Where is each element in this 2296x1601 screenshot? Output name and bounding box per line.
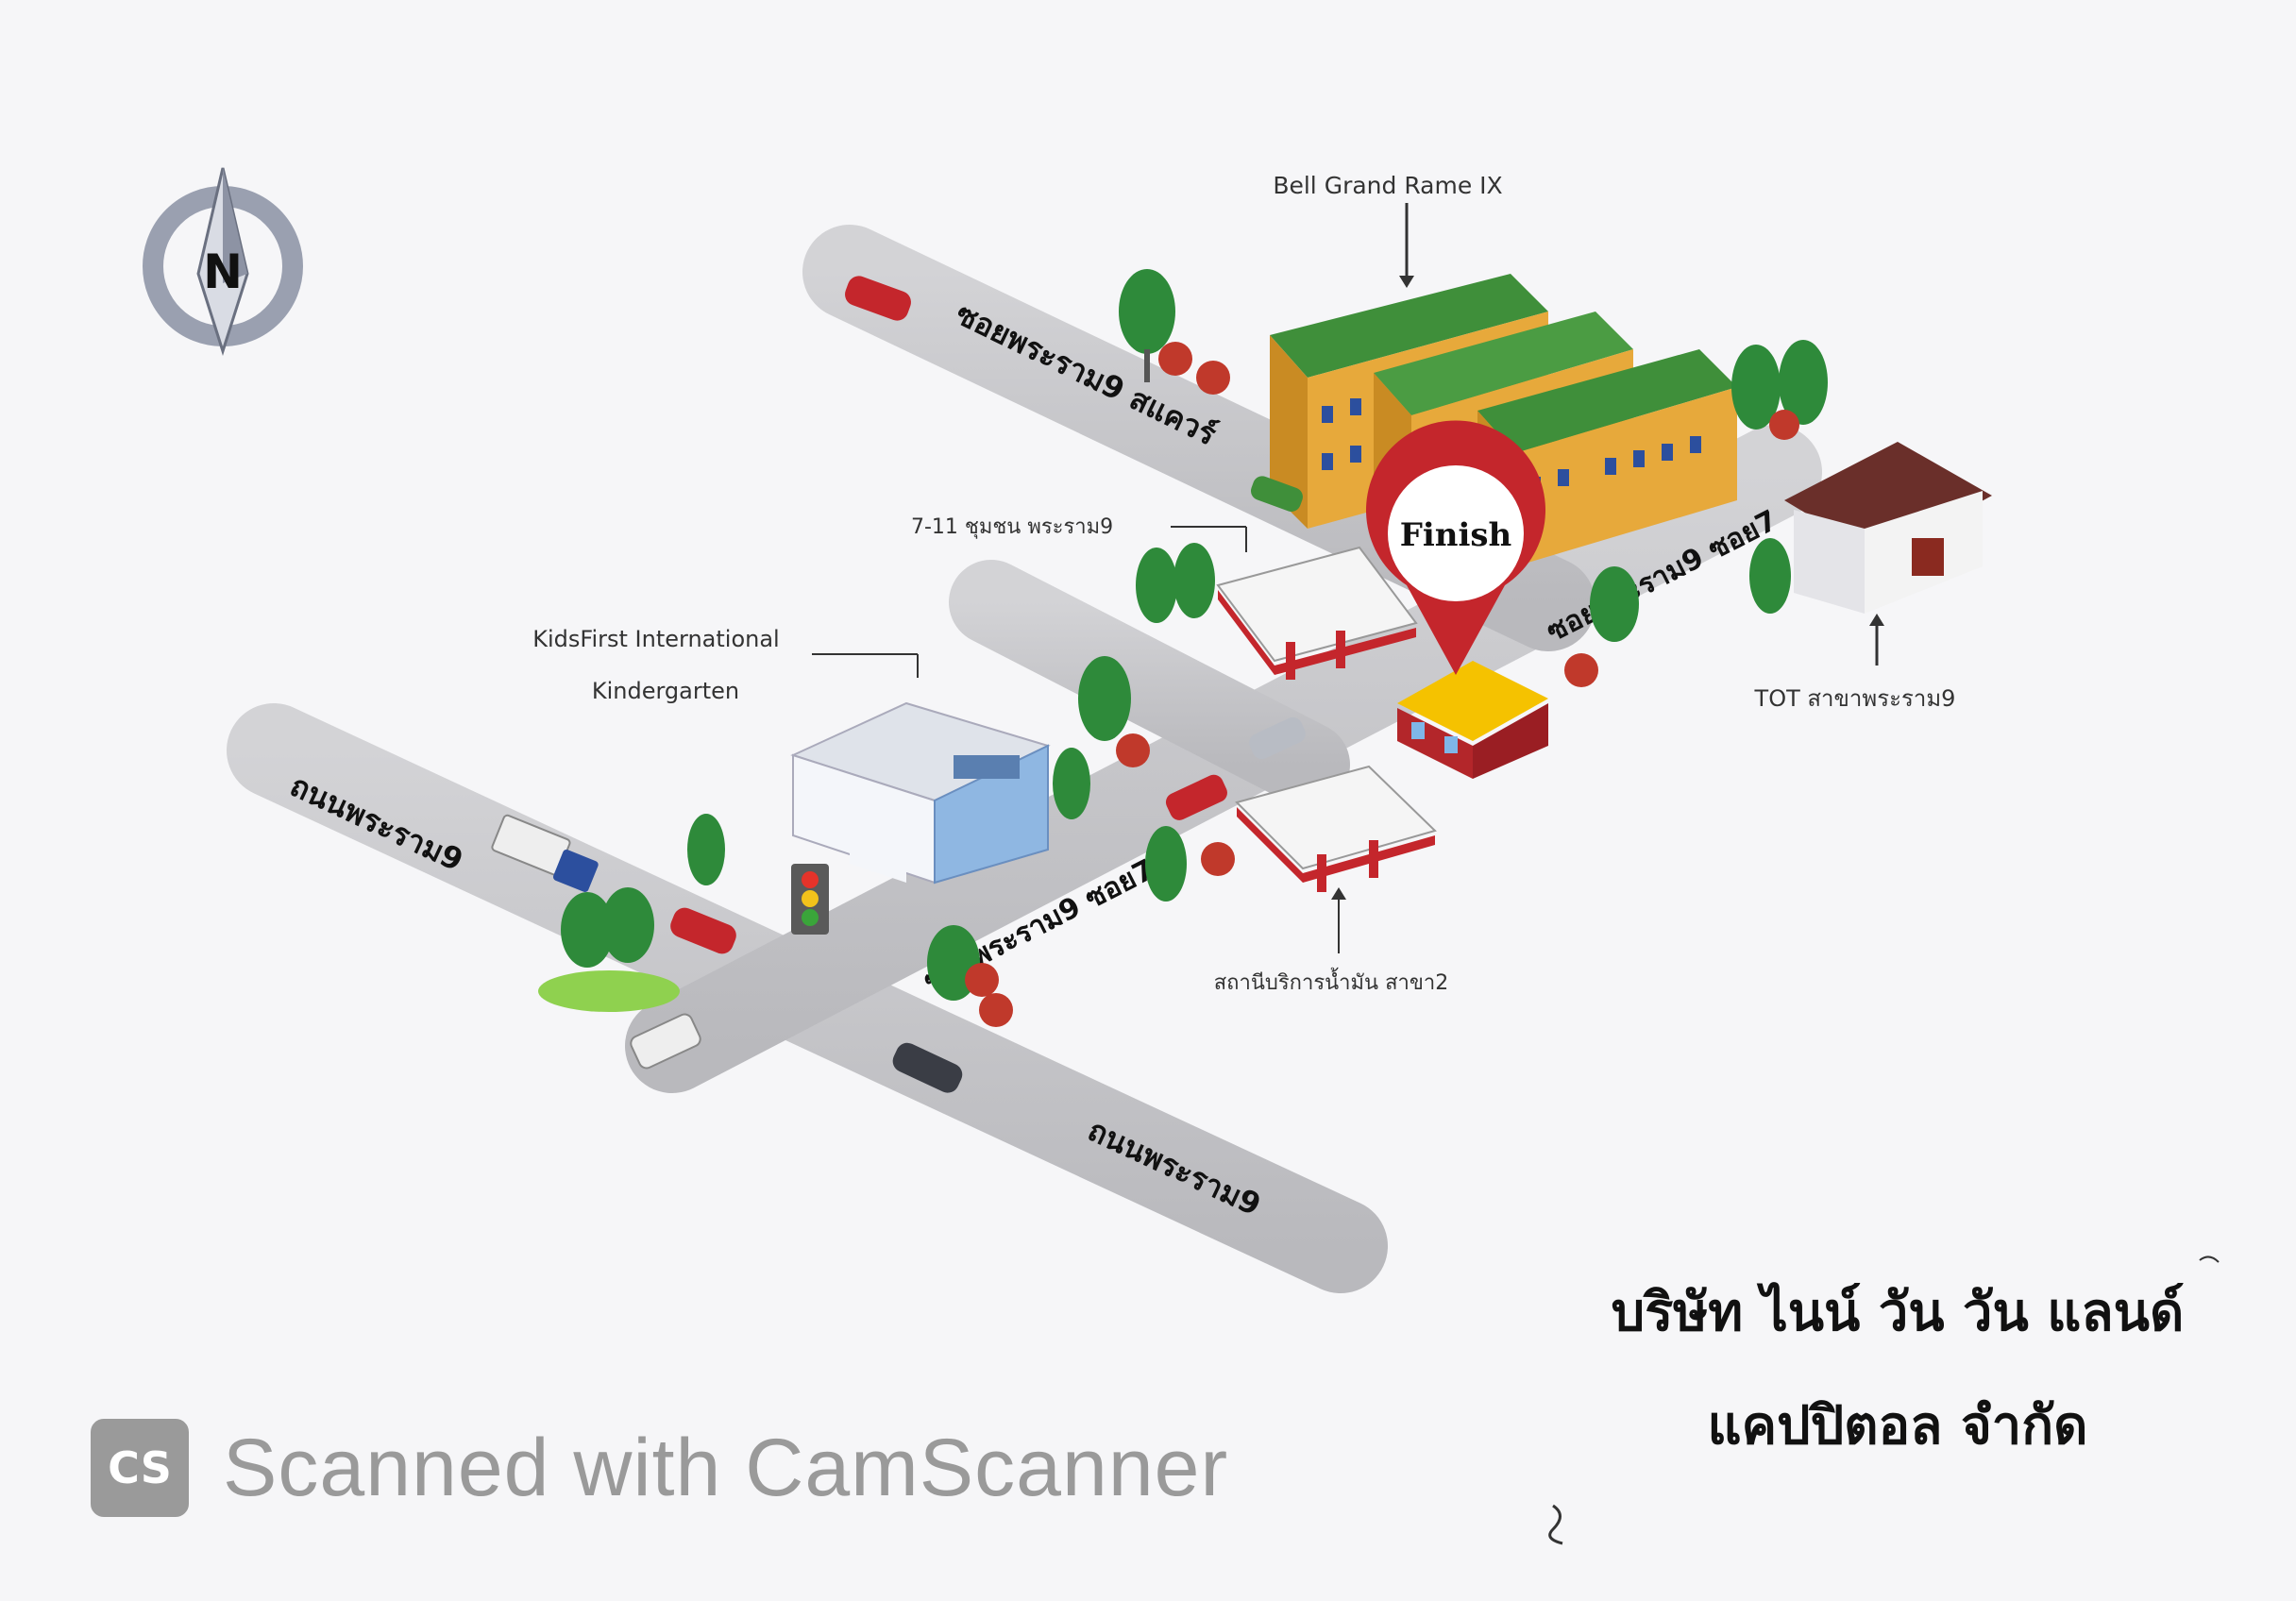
destination-house xyxy=(1397,661,1548,779)
car-icons xyxy=(491,276,1306,1093)
landmark-bell-grand: Bell Grand Rame IX xyxy=(1273,172,1502,199)
gas-station xyxy=(1235,765,1437,892)
compass-icon: N xyxy=(143,167,303,356)
landmark-kidsfirst-line2: Kindergarten xyxy=(592,678,739,704)
company-name-line1: บริษัท ไนน์ วัน วัน แลนด์ xyxy=(1611,1281,2185,1343)
seven-eleven-building xyxy=(1216,546,1418,680)
tree-icons xyxy=(538,269,1828,1012)
traffic-light-icon xyxy=(791,864,829,935)
camscanner-logo-icon: CS xyxy=(91,1419,189,1517)
tot-house xyxy=(1784,442,1992,614)
landmark-kidsfirst-line1: KidsFirst International xyxy=(532,626,779,652)
kidsfirst-building xyxy=(790,701,1051,885)
scan-mark xyxy=(2199,1256,2220,1263)
flower-bush-icons xyxy=(965,342,1799,1027)
landmark-seven-eleven: 7-11 ชุมชน พระราม9 xyxy=(911,515,1113,539)
landmark-tot: TOT สาขาพระราม9 xyxy=(1754,685,1956,712)
company-name-line2: แคปปิตอล จำกัด xyxy=(1707,1394,2088,1457)
compass-north-letter: N xyxy=(203,244,243,299)
camscanner-watermark: CS Scanned with CamScanner xyxy=(91,1416,1228,1520)
camscanner-text: Scanned with CamScanner xyxy=(223,1422,1229,1513)
scan-mark xyxy=(1548,1504,1563,1545)
finish-pin-icon: Finish xyxy=(1366,420,1545,675)
finish-label: Finish xyxy=(1400,516,1512,554)
landmark-gas-station: สถานีบริการน้ำมัน สาขา2 xyxy=(1214,968,1449,995)
